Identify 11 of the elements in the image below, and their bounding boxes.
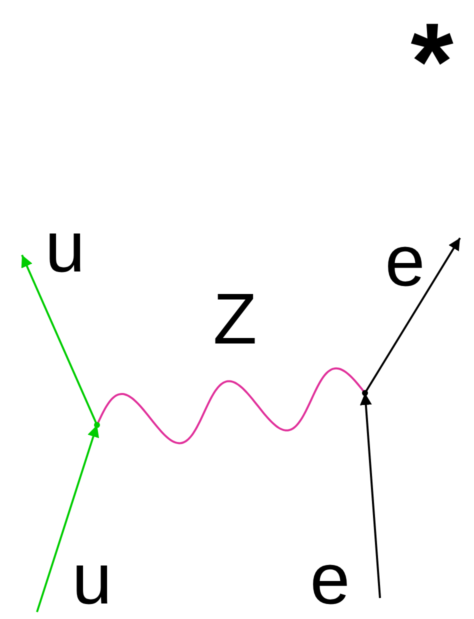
wavy-line: [96, 367, 366, 444]
vertex-dot: [94, 422, 100, 428]
edge-label: Z: [213, 288, 257, 352]
edge-label: e: [310, 548, 350, 612]
edge-label: u: [72, 548, 112, 612]
edge-label: e: [384, 230, 426, 294]
arrow: [21, 254, 98, 426]
asterisk: *: [410, 12, 454, 112]
vertex-dot: [362, 390, 368, 396]
edge-label: u: [44, 216, 86, 280]
arrow: [36, 424, 100, 612]
